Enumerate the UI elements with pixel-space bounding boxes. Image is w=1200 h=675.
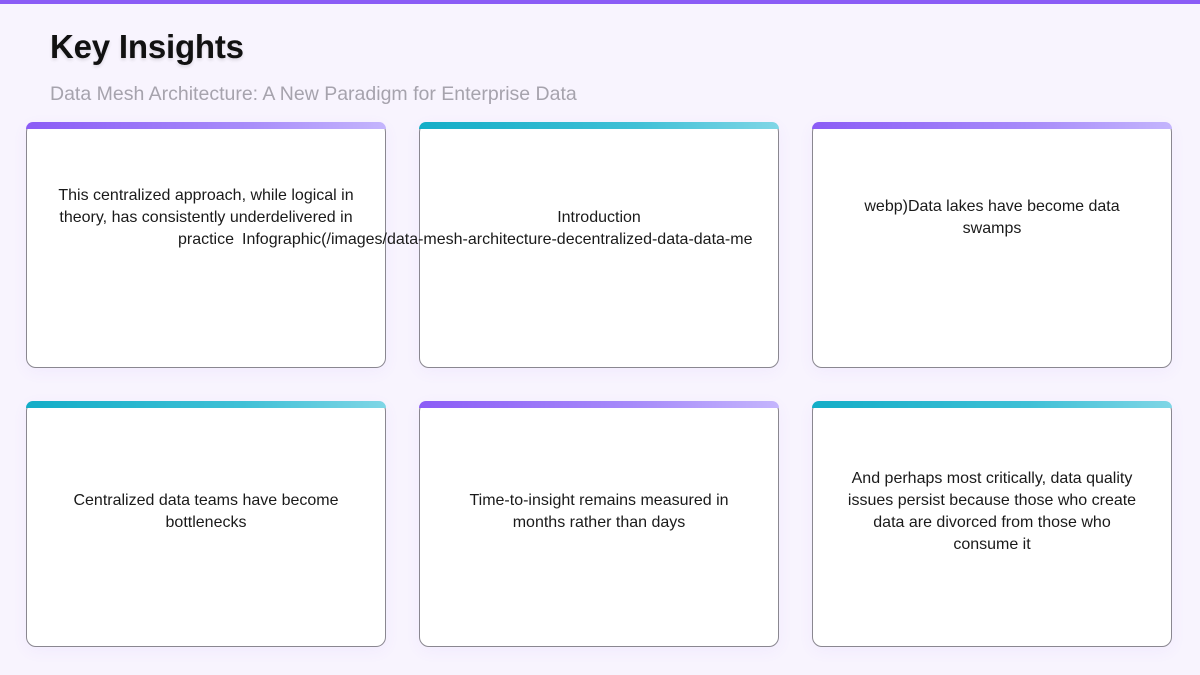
- card-accent-bar: [419, 122, 779, 129]
- insight-card-5: Time-to-insight remains measured in mont…: [419, 401, 779, 647]
- card-text-heading: Introduction: [557, 209, 641, 226]
- insight-card-6: And perhaps most critically, data qualit…: [812, 401, 1172, 647]
- page-title: Key Insights: [50, 28, 244, 65]
- card-text: Time-to-insight remains measured in mont…: [469, 492, 729, 531]
- card-accent-bar: [812, 401, 1172, 408]
- top-accent-bar: [0, 0, 1200, 4]
- card-content: Time-to-insight remains measured in mont…: [420, 408, 778, 646]
- card-accent-bar: [812, 122, 1172, 129]
- card-accent-bar: [26, 401, 386, 408]
- card-content: webp)Data lakes have become data swamps: [813, 129, 1171, 367]
- card-accent-bar: [419, 401, 779, 408]
- card-text: And perhaps most critically, data qualit…: [847, 470, 1137, 553]
- card-text: This centralized approach, while logical…: [58, 187, 354, 248]
- card-text: webp)Data lakes have become data swamps: [864, 198, 1120, 237]
- insight-card-3: webp)Data lakes have become data swamps: [812, 122, 1172, 368]
- card-text-overflow: Infographic(/images/data-mesh-architectu…: [242, 231, 753, 248]
- card-content: Introduction Infographic(/images/data-me…: [242, 207, 778, 248]
- card-content: And perhaps most critically, data qualit…: [813, 408, 1171, 646]
- card-text: Centralized data teams have become bottl…: [73, 492, 339, 531]
- page-subtitle: Data Mesh Architecture: A New Paradigm f…: [50, 83, 577, 105]
- insight-card-2: Introduction Infographic(/images/data-me…: [242, 122, 779, 368]
- card-content: Centralized data teams have become bottl…: [27, 408, 385, 646]
- insight-card-1: This centralized approach, while logical…: [26, 122, 386, 368]
- card-accent-bar: [26, 122, 386, 129]
- insights-grid: This centralized approach, while logical…: [26, 122, 1174, 649]
- insight-card-4: Centralized data teams have become bottl…: [26, 401, 386, 647]
- card-content: This centralized approach, while logical…: [27, 129, 385, 367]
